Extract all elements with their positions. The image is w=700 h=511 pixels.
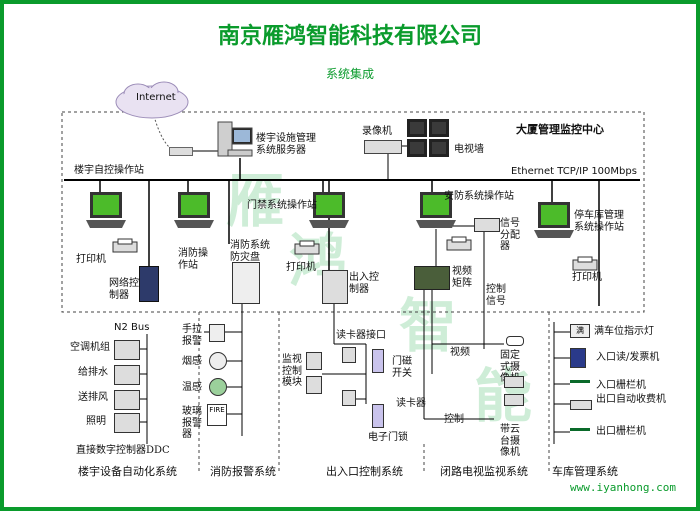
tv-wall-icon bbox=[407, 119, 449, 157]
fire-panel-label: 消防系统防灾盘 bbox=[230, 240, 270, 263]
internet-label: Internet bbox=[136, 92, 176, 103]
bas-station-label: 楼宇自控操作站 bbox=[74, 165, 144, 176]
water-unit-icon bbox=[114, 365, 140, 385]
hvac-label: 空调机组 bbox=[70, 342, 110, 353]
temp-label: 温感 bbox=[182, 382, 202, 393]
diagram-lines bbox=[61, 111, 645, 474]
system-name-cctv: 闭路电视监视系统 bbox=[440, 465, 528, 478]
access-station-label: 门禁系统操作站 bbox=[247, 200, 317, 211]
entry-reader-icon bbox=[570, 348, 586, 368]
door-icon bbox=[372, 349, 384, 373]
manual-alarm-label: 手拉报警 bbox=[182, 324, 202, 347]
printer-icon bbox=[112, 238, 138, 253]
lighting-unit-icon bbox=[114, 413, 140, 433]
security-workstation-icon bbox=[416, 192, 456, 228]
lighting-label: 照明 bbox=[86, 416, 106, 427]
video-matrix-label: 视频矩阵 bbox=[452, 266, 472, 289]
website-url: www.iyanhong.com bbox=[570, 481, 676, 494]
card-reader-label: 读卡器 bbox=[396, 398, 426, 409]
system-name-parking: 车库管理系统 bbox=[552, 465, 618, 478]
water-label: 给排水 bbox=[78, 367, 108, 378]
monitor-module-icon bbox=[306, 352, 322, 370]
access-controller-icon bbox=[322, 270, 348, 304]
hvac-unit-icon bbox=[114, 340, 140, 360]
fire-panel-icon bbox=[232, 262, 260, 304]
diagram-subtitle: 系统集成 bbox=[325, 67, 374, 81]
tv-wall-label: 电视墙 bbox=[454, 144, 484, 155]
network-label: Ethernet TCP/IP 100Mbps bbox=[511, 166, 637, 177]
exit-payment-icon bbox=[570, 400, 592, 410]
signal-distributor-label: 信号分配器 bbox=[500, 218, 520, 252]
control-center-boundary bbox=[61, 111, 645, 313]
control-label: 控制 bbox=[444, 414, 464, 425]
fan-label: 送排风 bbox=[78, 392, 108, 403]
access-printer-label: 打印机 bbox=[286, 262, 316, 273]
heat-detector-icon bbox=[209, 378, 227, 396]
control-center-label: 大厦管理监控中心 bbox=[516, 123, 604, 136]
network-controller-icon bbox=[139, 266, 159, 302]
printer-icon bbox=[294, 240, 320, 255]
system-name-fire: 消防报警系统 bbox=[210, 465, 276, 478]
exit-barrier-icon bbox=[570, 428, 590, 431]
door-lock-label: 电子门锁 bbox=[368, 432, 408, 443]
video-matrix-icon bbox=[414, 266, 450, 290]
entry-barrier-icon bbox=[570, 380, 590, 383]
full-indicator-icon: 满 bbox=[570, 324, 590, 338]
server-computer-icon bbox=[217, 121, 253, 157]
bas-workstation-icon bbox=[86, 192, 126, 228]
watermark-char: 雁 bbox=[226, 167, 285, 235]
parking-printer-label: 打印机 bbox=[572, 272, 602, 283]
smoke-label: 烟感 bbox=[182, 356, 202, 367]
parking-workstation-icon bbox=[534, 202, 574, 238]
fire-station-label: 消防操作站 bbox=[178, 248, 208, 271]
fixed-camera-icon bbox=[506, 336, 524, 346]
control-signal-label: 控制信号 bbox=[486, 284, 506, 307]
reader-interface-label: 读卡器接口 bbox=[336, 330, 386, 341]
ddc-label: 直接数字控制器DDC bbox=[76, 445, 170, 456]
recorder-icon bbox=[364, 140, 402, 154]
door-lock-icon bbox=[372, 404, 384, 428]
video-label: 视频 bbox=[450, 347, 470, 358]
signal-distributor-icon bbox=[474, 218, 500, 232]
monitor-module-label: 监视控制模块 bbox=[282, 354, 302, 388]
server-label: 楼宇设施管理系统服务器 bbox=[256, 133, 316, 156]
access-controller-label: 出入控制器 bbox=[349, 272, 379, 295]
manual-alarm-icon bbox=[209, 324, 225, 342]
ptz-camera-icon bbox=[504, 394, 524, 406]
monitor-module-icon bbox=[306, 376, 322, 394]
recorder-label: 录像机 bbox=[362, 126, 392, 137]
exit-payment-label: 出口自动收费机 bbox=[596, 394, 666, 405]
card-reader-icon bbox=[342, 390, 356, 406]
fire-workstation-icon bbox=[174, 192, 214, 228]
entry-reader-label: 入口读/发票机 bbox=[596, 352, 660, 363]
entry-barrier-label: 入口栅栏机 bbox=[596, 380, 646, 391]
ptz-camera-icon bbox=[504, 376, 524, 388]
router-icon bbox=[169, 147, 193, 156]
reader-interface-icon bbox=[342, 347, 356, 363]
bas-printer-label: 打印机 bbox=[76, 254, 106, 265]
n2bus-label: N2 Bus bbox=[114, 322, 150, 333]
parking-station-label: 停车库管理系统操作站 bbox=[574, 210, 624, 233]
smoke-detector-icon bbox=[209, 352, 227, 370]
door-switch-label: 门磁开关 bbox=[392, 356, 412, 379]
company-title: 南京雁鸿智能科技有限公司 bbox=[217, 24, 482, 49]
ptz-camera-label: 带云台摄像机 bbox=[500, 424, 520, 458]
printer-icon bbox=[446, 236, 472, 251]
network-controller-label: 网络控制器 bbox=[109, 278, 139, 301]
fire-box-icon: FIRE bbox=[207, 404, 227, 426]
security-station-label: 安防系统操作站 bbox=[444, 191, 514, 202]
system-name-access: 出入口控制系统 bbox=[326, 465, 403, 478]
printer-icon bbox=[572, 256, 598, 271]
full-indicator-label: 满车位指示灯 bbox=[594, 326, 654, 337]
access-workstation-icon bbox=[309, 192, 349, 228]
exit-barrier-label: 出口栅栏机 bbox=[596, 426, 646, 437]
internet-cloud-icon bbox=[115, 81, 189, 119]
watermark-char: 智 bbox=[399, 292, 458, 360]
fan-unit-icon bbox=[114, 390, 140, 410]
glass-alarm-label: 玻璃报警器 bbox=[182, 406, 202, 440]
system-name-bas: 楼宇设备自动化系统 bbox=[78, 465, 177, 478]
